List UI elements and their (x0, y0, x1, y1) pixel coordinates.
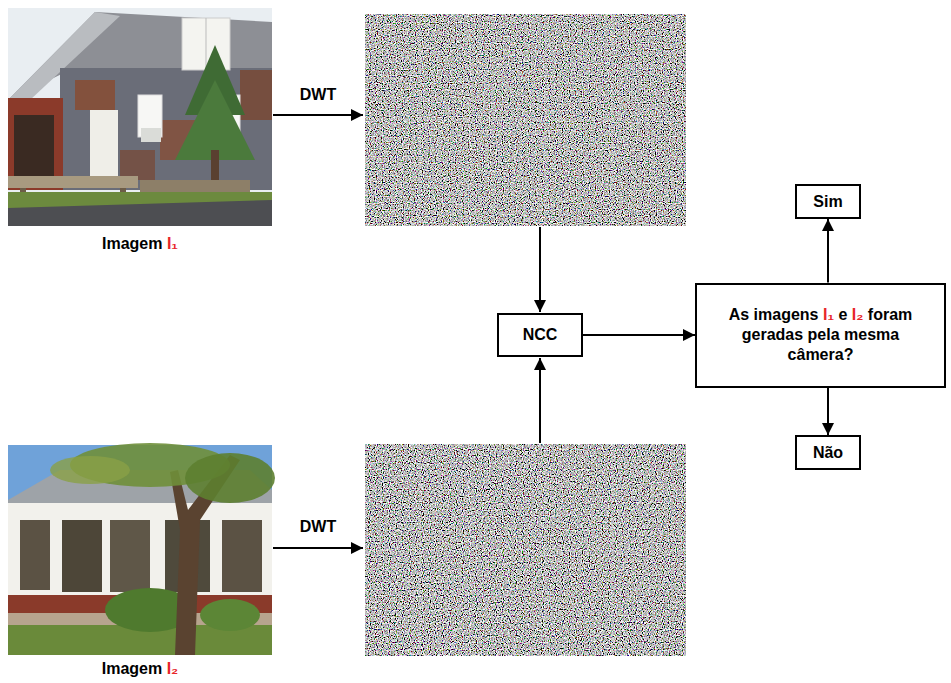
arrow-connector (827, 219, 829, 283)
transform-label: DWT (300, 85, 336, 104)
node-text: As imagens I₁ e I₂ foram geradas pela me… (709, 305, 932, 365)
photo-shop (8, 443, 275, 655)
node-text: Sim (813, 192, 842, 212)
image-caption: Imagem I₂ (102, 659, 178, 678)
arrow-connector (583, 334, 695, 336)
outcome-box: Não (795, 435, 861, 470)
decision-box: As imagens I₁ e I₂ foram geradas pela me… (695, 283, 946, 388)
transform-label: DWT (300, 517, 336, 536)
arrow-connector (827, 388, 829, 436)
node-text: NCC (523, 325, 558, 345)
image-caption: Imagem I₁ (102, 234, 178, 253)
outcome-box: Sim (795, 184, 861, 219)
node-text: Não (813, 443, 843, 463)
process-box: NCC (497, 313, 583, 357)
photo-barn (8, 8, 272, 226)
